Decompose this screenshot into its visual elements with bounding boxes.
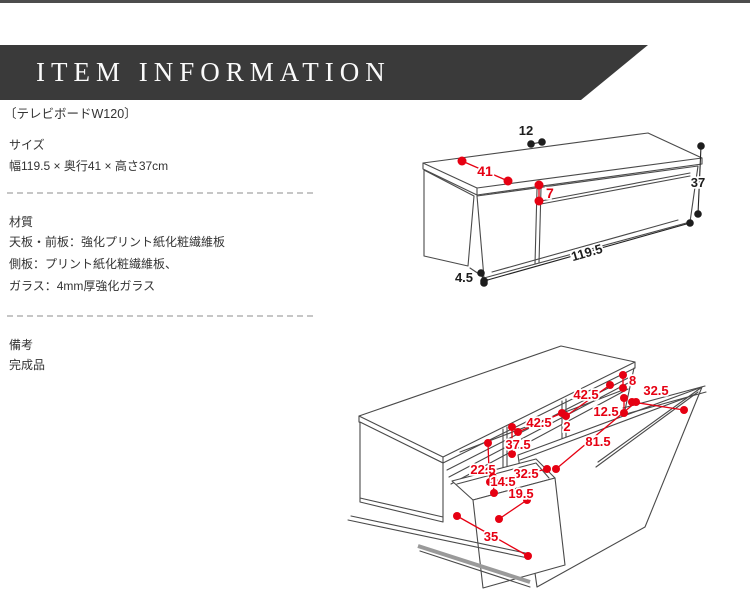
dim-label-14-5: 14.5 (490, 474, 515, 489)
flap-top-edge (540, 175, 691, 205)
dim-dot (686, 219, 694, 227)
dim-label-8: 8 (629, 373, 636, 388)
right-drawer-edge (519, 393, 697, 461)
right-drawer-rim (595, 391, 699, 468)
drawer-rail (350, 515, 531, 555)
top-divider-strip (0, 0, 750, 3)
dim-line-32-5-left (489, 468, 548, 483)
dim-dot (495, 515, 503, 523)
dim-line-41 (461, 160, 509, 182)
dim-dot (514, 428, 522, 436)
note-heading: 備考 (9, 338, 34, 352)
dim-dot (508, 450, 516, 458)
dim-dot (534, 180, 544, 190)
dim-label-41: 41 (477, 163, 493, 179)
plinth-line (359, 497, 444, 523)
dim-label-37-5: 37.5 (505, 437, 530, 452)
material-line: 天板・前板：強化プリント紙化粧繊維板 (9, 235, 226, 249)
dim-label-4-5: 4.5 (455, 270, 473, 285)
dim-line-42-5-left (517, 412, 563, 433)
dim-label-22-5: 22.5 (470, 462, 495, 477)
dim-dot (619, 371, 627, 379)
dim-dot (697, 142, 705, 150)
dim-label-81-5: 81.5 (585, 434, 610, 449)
dim-label-37: 37 (691, 175, 705, 190)
right-drawer-back-panel (625, 391, 707, 415)
dim-label-35: 35 (484, 529, 498, 544)
dim-dot (480, 279, 488, 287)
dim-line-42-5-right (565, 384, 611, 417)
dim-dot (552, 465, 560, 473)
dim-label-32-5-left: 32.5 (513, 466, 538, 481)
dim-label-19-5: 19.5 (508, 486, 533, 501)
dim-dot (680, 406, 688, 414)
dim-dot (562, 412, 570, 420)
dim-dot (485, 467, 493, 475)
dim-dot (694, 210, 702, 218)
dashed-separator (7, 315, 313, 317)
right-post (624, 367, 635, 411)
dim-dot (524, 552, 532, 560)
dim-line-81-5 (555, 401, 637, 470)
right-drawer-rim (597, 386, 703, 463)
shelf-edge (448, 381, 631, 478)
closed-view-diagram: 12 41 7 37 119.5 4.5 (422, 121, 707, 287)
dim-label-12: 12 (519, 123, 533, 138)
dim-dot (543, 465, 551, 473)
size-heading: サイズ (9, 138, 45, 152)
drawer-rail (347, 519, 529, 559)
dim-label-42-5-right: 42.5 (573, 387, 598, 402)
top-edge (422, 162, 478, 196)
dim-line-19-5 (498, 499, 528, 520)
dim-line-35 (456, 515, 529, 557)
dim-dot (534, 196, 544, 206)
dim-line-32-5-right (631, 401, 685, 411)
dim-line-119-5 (483, 222, 691, 282)
shelf-edge (450, 388, 629, 485)
top-edge (476, 157, 703, 196)
flap-top-edge (540, 172, 691, 202)
dim-dot (490, 489, 498, 497)
dim-label-7: 7 (546, 185, 554, 201)
dim-dot (619, 384, 627, 392)
open-view-diagram: 8 12.5 42.5 2 42.5 32.5 81.5 37.5 22.5 (347, 345, 707, 589)
material-heading: 材質 (9, 215, 34, 229)
dashed-separator (7, 192, 313, 194)
section-title: ITEM INFORMATION (36, 56, 391, 87)
drawer-rail (419, 550, 531, 588)
dim-label-42-5-left: 42.5 (526, 415, 551, 430)
left-drawer-front (472, 477, 566, 589)
dim-dot (606, 381, 614, 389)
dim-dot (484, 439, 492, 447)
dim-dot (620, 394, 628, 402)
section-banner: ITEM INFORMATION (0, 45, 648, 100)
dim-label-32-5-right: 32.5 (643, 383, 668, 398)
dim-line-37 (697, 145, 702, 215)
note-value: 完成品 (9, 358, 46, 372)
product-name: 〔テレビボードW120〕 (4, 107, 137, 121)
material-line: 側板：プリント紙化粧繊維板、 (9, 257, 178, 271)
dim-label-2: 2 (563, 419, 570, 434)
dim-dot (489, 473, 497, 481)
dim-dot (632, 398, 640, 406)
drawer-rail (417, 544, 531, 584)
dim-dot (453, 512, 461, 520)
dim-label-12-5: 12.5 (593, 404, 618, 419)
size-value: 幅119.5 × 奥行41 × 高さ37cm (9, 159, 169, 173)
dim-dot (477, 269, 485, 277)
plinth-line (491, 219, 679, 273)
material-line: ガラス：4mm厚強化ガラス (9, 279, 156, 293)
dim-dot (508, 423, 516, 431)
spec-panel: 〔テレビボードW120〕 サイズ 幅119.5 × 奥行41 × 高さ37cm … (4, 106, 316, 376)
dim-dot (527, 140, 535, 148)
left-side-face (423, 169, 475, 267)
dim-dot (523, 496, 531, 504)
left-drawer-rim-inner (456, 462, 550, 485)
dim-line-22-5 (487, 442, 490, 472)
dim-dot (503, 176, 513, 186)
dim-dot (538, 138, 546, 146)
dim-dot (457, 156, 467, 166)
